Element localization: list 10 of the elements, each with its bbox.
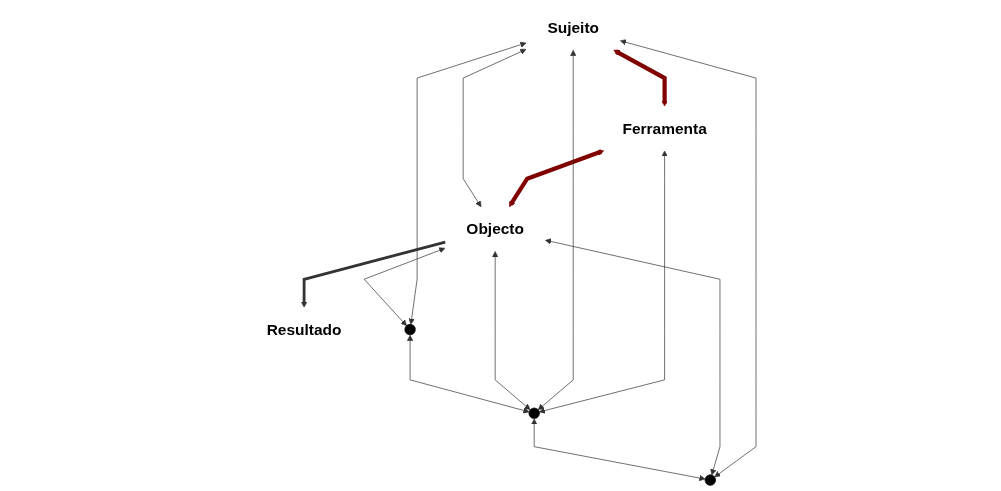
arrow [300, 240, 446, 308]
node-text: Ferramenta [622, 119, 707, 138]
arrow [613, 49, 668, 107]
node-circle [528, 407, 540, 419]
node-text: Objecto [466, 220, 524, 238]
node-circle [404, 323, 416, 336]
node-circle [704, 474, 716, 486]
arrow [508, 149, 604, 208]
node-text: Resultado [266, 320, 342, 339]
node-text: Sujeito [547, 18, 599, 37]
